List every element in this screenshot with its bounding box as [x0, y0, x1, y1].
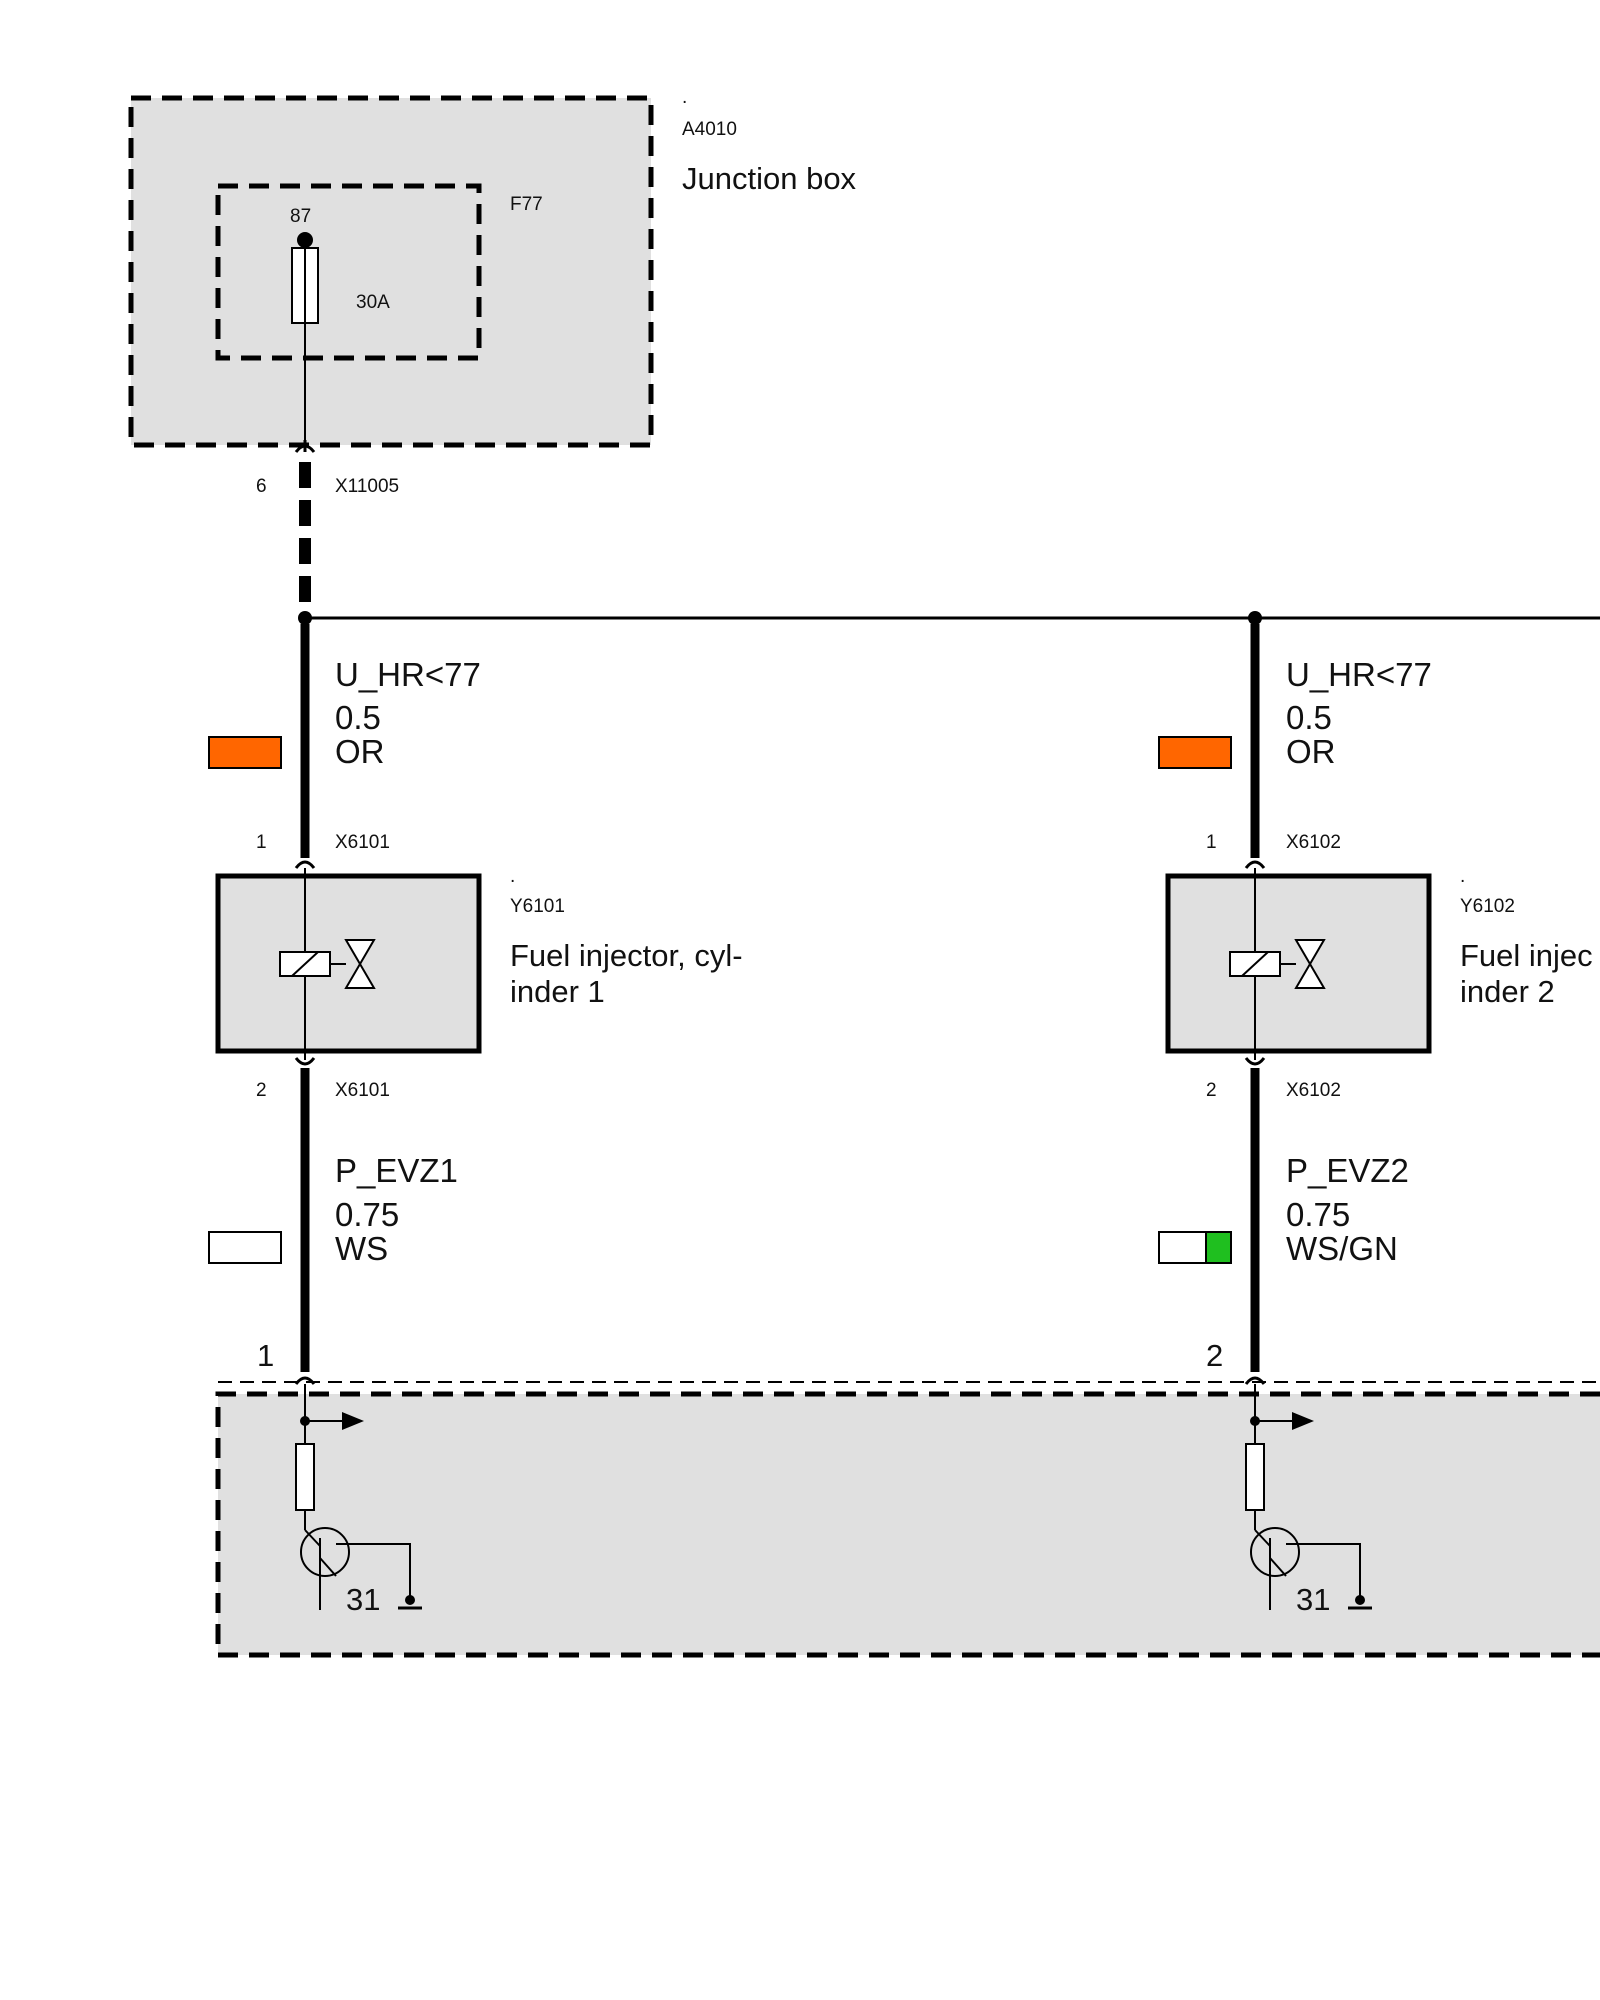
bottom-connector-id: X6101: [335, 1080, 390, 1101]
control-wire-swatch-stripe: [1205, 1231, 1232, 1264]
supply-size: 0.5: [335, 699, 381, 736]
module-connector-arc: [294, 1376, 316, 1385]
solenoid-coil: [1229, 951, 1281, 977]
transistor-icon: [1250, 1527, 1300, 1577]
supply-signal: U_HR<77: [335, 656, 481, 693]
bottom-connector-arc: [294, 1057, 316, 1066]
top-connector-pin: 1: [256, 832, 267, 853]
ground-path: [336, 1543, 411, 1600]
output-stage-2: 31: [1244, 1376, 1372, 1617]
control-size: 0.75: [1286, 1196, 1350, 1233]
component-name-line1: Fuel injector, cyl-: [510, 938, 743, 973]
top-connector-pin: 1: [1206, 832, 1217, 853]
control-signal: P_EVZ1: [335, 1152, 458, 1189]
top-connector-arc: [294, 860, 316, 869]
injector-circuit-1: U_HR<77 0.5 OR 1 X6101 . Y6101 Fuel inje…: [208, 624, 743, 1373]
module-connector-arc: [1244, 1376, 1266, 1385]
component-id: Y6102: [1460, 896, 1515, 917]
control-signal: P_EVZ2: [1286, 1152, 1409, 1189]
bottom-connector-pin: 2: [256, 1080, 267, 1101]
fuse-rating: 30A: [356, 292, 390, 313]
junction-box-dot: .: [682, 87, 687, 108]
connector-id: X11005: [335, 476, 399, 497]
bottom-connector-pin: 2: [1206, 1080, 1217, 1101]
supply-color-code: OR: [335, 733, 385, 770]
supply-size: 0.5: [1286, 699, 1332, 736]
control-module: 31 31: [215, 1376, 1600, 1658]
valve-icon: [344, 939, 376, 989]
valve-icon: [1294, 939, 1326, 989]
supply-signal: U_HR<77: [1286, 656, 1432, 693]
supply-color-code: OR: [1286, 733, 1336, 770]
transistor-emitter: [319, 1557, 337, 1577]
signal-arrow-icon: [342, 1412, 364, 1430]
component-name-line1: Fuel injec: [1460, 938, 1593, 973]
top-connector-arc: [1244, 860, 1266, 869]
injector-box: [1165, 873, 1432, 1054]
splice-dot-1: [298, 611, 312, 625]
control-color-code: WS: [335, 1230, 388, 1267]
output-stage-1: 31: [294, 1376, 422, 1617]
ground-dot: [1355, 1595, 1365, 1605]
splice-dot-2: [1248, 611, 1262, 625]
top-connector-id: X6102: [1286, 832, 1341, 853]
connector-x11005: 6 X11005: [256, 440, 399, 497]
wire-color-swatch: [208, 736, 282, 769]
component-id: Y6101: [510, 896, 565, 917]
junction-box-id: A4010: [682, 119, 737, 140]
control-module-outline: [215, 1391, 1600, 1658]
transistor-collector: [304, 1529, 321, 1547]
junction-box: . A4010 Junction box F77 87 30A: [128, 87, 857, 450]
signal-arrow-icon: [1292, 1412, 1314, 1430]
fuse-terminal: 87: [290, 206, 311, 227]
bottom-connector-id: X6102: [1286, 1080, 1341, 1101]
top-connector-id: X6101: [335, 832, 390, 853]
injector-circuit-2: U_HR<77 0.5 OR 1 X6102 . Y6102 Fuel inje…: [1158, 624, 1593, 1373]
component-dot: .: [1460, 866, 1465, 887]
resistor: [295, 1443, 315, 1511]
fuse-terminal-dot: [297, 232, 313, 248]
wire-color-swatch: [1158, 736, 1232, 769]
bottom-connector-arc: [1244, 1057, 1266, 1066]
junction-box-outline: [128, 95, 654, 448]
transistor-icon: [300, 1527, 350, 1577]
ecu-pin: 2: [1206, 1338, 1223, 1373]
component-name-line2: inder 1: [510, 974, 605, 1009]
component-dot: .: [510, 866, 515, 887]
control-size: 0.75: [335, 1196, 399, 1233]
ecu-pin: 1: [257, 1338, 274, 1373]
fuse-id: F77: [510, 194, 543, 215]
resistor: [1245, 1443, 1265, 1511]
ground-label: 31: [1296, 1582, 1330, 1617]
ground-dot: [405, 1595, 415, 1605]
control-wire-swatch: [208, 1231, 282, 1264]
solenoid-slash: [1241, 951, 1269, 977]
solenoid-slash: [291, 951, 319, 977]
connector-pin: 6: [256, 476, 267, 497]
control-color-code: WS/GN: [1286, 1230, 1398, 1267]
component-name-line2: inder 2: [1460, 974, 1555, 1009]
transistor-collector: [1254, 1529, 1271, 1547]
injector-box: [215, 873, 482, 1054]
fuse-holder-outline: [215, 183, 482, 361]
junction-box-name: Junction box: [682, 161, 857, 196]
transistor-emitter: [1269, 1557, 1287, 1577]
ground-label: 31: [346, 1582, 380, 1617]
ground-path: [1286, 1543, 1361, 1600]
